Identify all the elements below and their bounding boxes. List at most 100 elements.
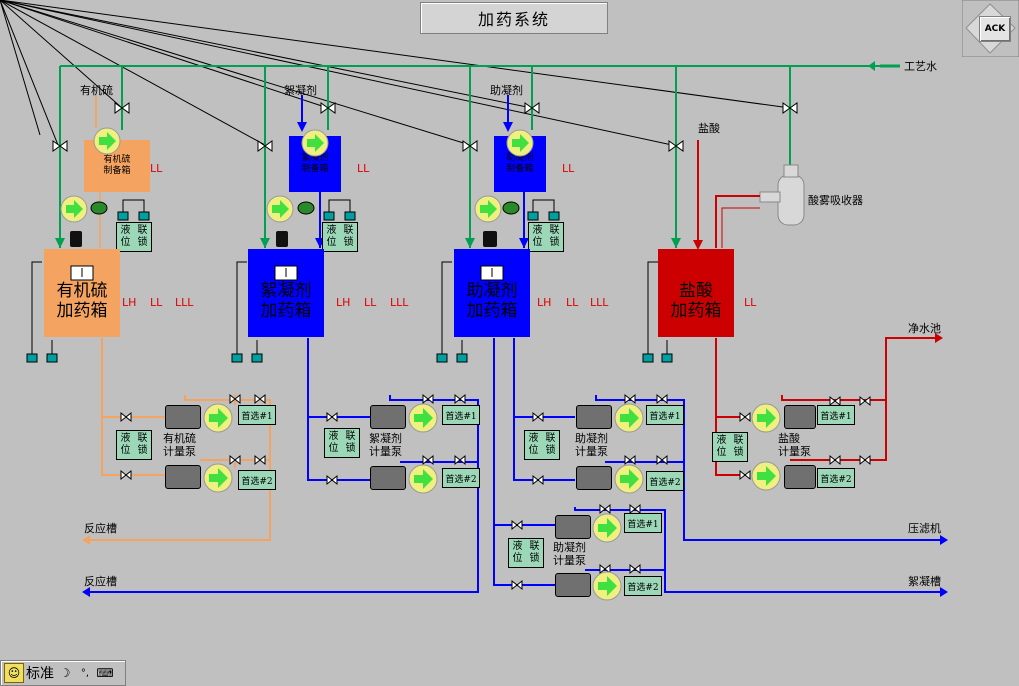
pump-run-icon[interactable]	[613, 463, 645, 495]
interlock-line1: 液 位	[716, 435, 727, 458]
pump-status-2[interactable]: 首选#2	[817, 468, 855, 488]
interlock-pump-flocculant[interactable]: 液 位联 锁	[324, 428, 360, 458]
pump-group-line2: 计量泵	[369, 445, 402, 458]
agitator-motor-icon[interactable]	[70, 231, 82, 247]
interlock-pump-organic-sulfur[interactable]: 液 位联 锁	[116, 430, 152, 460]
interlock-line2: 联 锁	[137, 433, 148, 456]
pump-motor-icon[interactable]	[784, 405, 816, 429]
interlock-top-flocculant[interactable]: 液 位联 锁	[322, 222, 358, 252]
pump-motor-icon[interactable]	[555, 515, 591, 539]
pump-status-1[interactable]: 首选#1	[238, 405, 276, 425]
dosing-tank-organic-sulfur[interactable]: 有机硫 加药箱	[44, 249, 120, 337]
dosing-tank-line2: 加药箱	[56, 301, 108, 321]
pump-run-icon[interactable]	[202, 462, 234, 494]
dosing-alarm-ll: LL	[150, 296, 163, 309]
pump-motor-icon[interactable]	[165, 405, 201, 429]
dosing-tank-flocculant[interactable]: 絮凝剂 加药箱	[248, 249, 324, 337]
ack-button[interactable]: ACK	[979, 16, 1011, 42]
dosing-alarm-lll: LLL	[175, 296, 194, 309]
pump-status-2[interactable]: 首选#2	[442, 468, 480, 488]
dosing-tank-line2: 加药箱	[260, 301, 312, 321]
pump-group-line1: 助凝剂	[553, 541, 586, 554]
prep-tank-line1: 助凝剂	[506, 153, 534, 163]
agitator-motor-icon[interactable]	[483, 231, 497, 247]
pump-motor-icon[interactable]	[165, 465, 201, 489]
feed-pump-icon[interactable]	[59, 194, 89, 224]
valve-actuator-icon[interactable]	[89, 200, 109, 216]
agitator-motor-icon[interactable]	[276, 231, 288, 247]
pump-run-icon[interactable]	[202, 402, 234, 434]
reaction-tank-top-label: 反应槽	[84, 522, 117, 535]
pump-run-icon[interactable]	[750, 402, 782, 434]
level-gauge-icon	[70, 265, 94, 281]
inlet-label-flocculant: 絮凝剂	[284, 84, 317, 97]
valve-actuator-icon[interactable]	[501, 200, 521, 216]
pump-run-icon[interactable]	[750, 460, 782, 492]
pump-status-2[interactable]: 首选#2	[238, 470, 276, 490]
punctuation-icon[interactable]: °,	[80, 667, 90, 679]
interlock-line1: 液 位	[120, 433, 131, 456]
prep-tank-line2: 制备箱	[103, 166, 131, 176]
pump-status-2[interactable]: 首选#2	[624, 576, 662, 596]
compressor-label: 压滤机	[908, 522, 941, 535]
pump-run-icon[interactable]	[591, 512, 623, 544]
mixer-icon[interactable]	[505, 128, 535, 158]
inlet-label-coagulant-aid: 助凝剂	[490, 84, 523, 97]
mixer-icon[interactable]	[92, 126, 122, 156]
acid-mist-absorber-label: 酸雾吸收器	[808, 194, 863, 207]
pump-run-icon[interactable]	[591, 570, 623, 602]
pump-run-icon[interactable]	[407, 463, 439, 495]
dosing-alarm-ll: LL	[566, 296, 579, 309]
prep-alarm-organic-sulfur: LL	[150, 162, 163, 175]
interlock-pump-coagulant-aid-2[interactable]: 液 位联 锁	[508, 538, 544, 568]
pump-group-label-coagulant-aid: 助凝剂计量泵	[575, 432, 608, 458]
moon-icon[interactable]: ☽	[59, 666, 71, 680]
prep-tank-organic-sulfur[interactable]: 有机硫 制备箱	[84, 140, 150, 192]
pump-run-icon[interactable]	[613, 402, 645, 434]
keyboard-icon[interactable]: ⌨	[96, 666, 114, 680]
inlet-label-organic-sulfur: 有机硫	[80, 84, 113, 97]
pump-group-line2: 计量泵	[163, 445, 196, 458]
dosing-alarm-lh: LH	[122, 296, 137, 309]
hcl-inlet-label: 盐酸	[698, 122, 720, 135]
pump-status-2[interactable]: 首选#2	[646, 471, 684, 491]
pump-motor-icon[interactable]	[555, 573, 591, 597]
pump-run-icon[interactable]	[407, 402, 439, 434]
mixer-icon[interactable]	[300, 128, 330, 158]
dosing-tank-coagulant-aid[interactable]: 助凝剂 加药箱	[454, 249, 530, 337]
dosing-alarm-lh: LH	[537, 296, 552, 309]
feed-pump-icon[interactable]	[473, 194, 503, 224]
prep-tank-line2: 制备箱	[506, 164, 534, 174]
pump-status-1[interactable]: 首选#1	[817, 405, 855, 425]
dosing-alarm-lll: LLL	[590, 296, 609, 309]
dosing-tank-hcl[interactable]: 盐酸 加药箱	[658, 249, 734, 337]
interlock-line2: 联 锁	[549, 225, 560, 248]
interlock-pump-coagulant-aid[interactable]: 液 位联 锁	[524, 430, 560, 460]
interlock-line1: 液 位	[326, 225, 337, 248]
app-logo-icon[interactable]: ☺	[4, 663, 24, 683]
pump-group-label-coagulant-aid-2: 助凝剂计量泵	[553, 541, 586, 567]
interlock-top-coagulant-aid[interactable]: 液 位联 锁	[528, 222, 564, 252]
signal-lines	[0, 0, 791, 146]
prep-alarm-flocculant: LL	[357, 162, 370, 175]
pump-status-1[interactable]: 首选#1	[442, 405, 480, 425]
pump-motor-icon[interactable]	[784, 465, 816, 489]
pump-motor-icon[interactable]	[576, 466, 612, 490]
level-gauge-icon	[480, 265, 504, 281]
pump-status-1[interactable]: 首选#1	[646, 405, 684, 425]
pump-group-line2: 计量泵	[575, 445, 608, 458]
pump-status-1[interactable]: 首选#1	[624, 513, 662, 533]
interlock-top-organic-sulfur[interactable]: 液 位联 锁	[116, 222, 152, 252]
interlock-line1: 液 位	[528, 433, 539, 456]
input-mode-label[interactable]: 标准	[26, 666, 54, 682]
dosing-tank-line1: 絮凝剂	[260, 281, 312, 301]
coagulation-tank-label: 絮凝槽	[908, 575, 941, 588]
feed-pump-icon[interactable]	[265, 194, 295, 224]
interlock-line2: 联 锁	[733, 435, 744, 458]
pump-motor-icon[interactable]	[576, 405, 612, 429]
valve-actuator-icon[interactable]	[296, 200, 316, 216]
interlock-pump-hcl[interactable]: 液 位联 锁	[712, 432, 748, 462]
pump-motor-icon[interactable]	[370, 405, 406, 429]
pump-motor-icon[interactable]	[370, 466, 406, 490]
